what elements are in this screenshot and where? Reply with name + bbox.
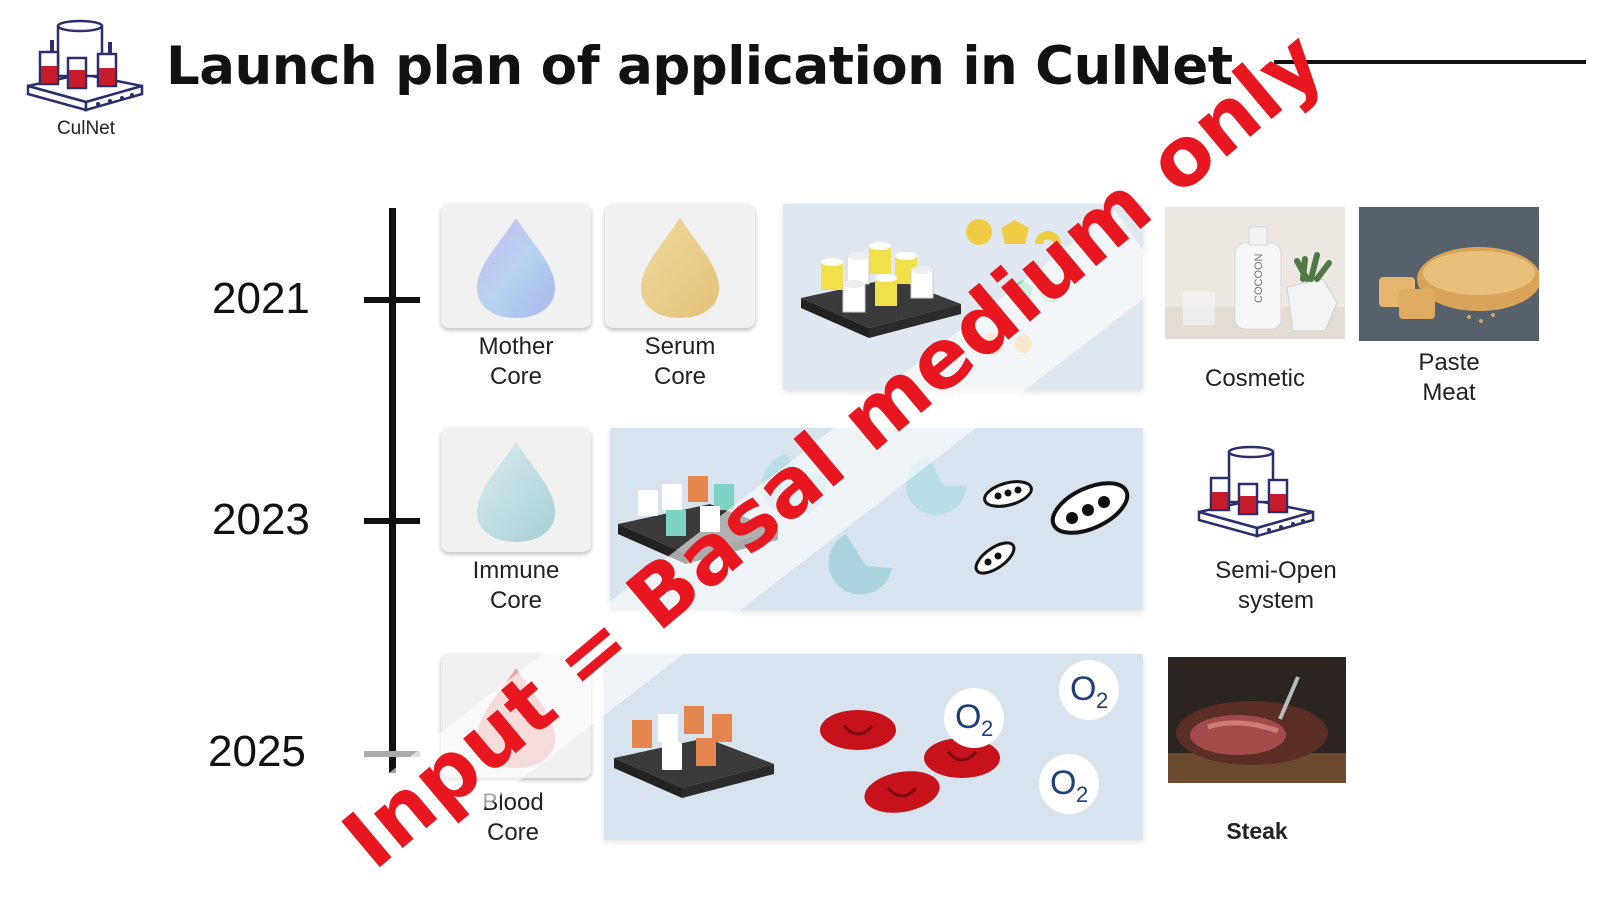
timeline-tick-2021 — [364, 297, 420, 303]
oxygen-symbol: O — [1050, 764, 1076, 802]
oxygen-symbol: O — [1070, 670, 1096, 708]
core-label-line: Serum — [644, 333, 716, 360]
product-label-line: Meat — [1422, 379, 1476, 406]
core-label-line: Core — [653, 363, 707, 390]
oxygen-subscript: 2 — [1076, 782, 1088, 807]
bacteria-icon — [974, 480, 1130, 575]
oxygen-bubble: O 2 — [1057, 658, 1121, 722]
steak-label: Steak — [1226, 818, 1288, 844]
serum-core-drop — [641, 218, 719, 318]
product-label-line: system — [1237, 587, 1314, 614]
blood-core-label: Blood Core — [438, 788, 588, 848]
logo-label: CulNet — [56, 118, 116, 139]
paste-meat-label: Paste Meat — [1359, 348, 1539, 408]
red-blood-cells — [820, 710, 1000, 813]
overlay-text: Input = Basal medium only — [326, 14, 1342, 888]
year-2021: 2021 — [212, 274, 310, 323]
core-label-line: Mother — [478, 333, 554, 360]
year-2025: 2025 — [208, 727, 306, 776]
immune-core-drop — [477, 442, 555, 542]
steak-photo — [1168, 657, 1346, 783]
mother-core-card — [441, 204, 591, 328]
page-title: Launch plan of application in CulNet — [166, 36, 1233, 97]
oxygen-subscript: 2 — [1096, 688, 1108, 713]
bottle-label: COCOON — [1253, 253, 1265, 303]
product-label-line: Semi-Open — [1215, 557, 1337, 584]
timeline-axis — [389, 208, 396, 773]
semi-open-system-icon — [1188, 444, 1324, 544]
serum-core-label: Serum Core — [605, 332, 755, 392]
header-rule — [1274, 60, 1586, 64]
core-label-line: Core — [489, 587, 543, 614]
immune-core-label: Immune Core — [441, 556, 591, 616]
core-label-line: Core — [486, 819, 540, 846]
paste-meat-photo — [1359, 207, 1539, 341]
mother-core-label: Mother Core — [441, 332, 591, 392]
cosmetic-photo: COCOON — [1165, 207, 1345, 339]
product-label-line: Paste — [1418, 349, 1480, 376]
overlay-highlight-band — [385, 210, 1165, 846]
year-2023: 2023 — [212, 495, 310, 544]
semi-open-label: Semi-Open system — [1186, 556, 1366, 616]
immune-core-card — [441, 428, 591, 552]
oxygen-bubble: O 2 — [942, 686, 1006, 750]
serum-core-card — [605, 204, 755, 328]
core-label-line: Immune — [472, 557, 560, 584]
core-label-line: Core — [489, 363, 543, 390]
culnet-logo — [22, 18, 148, 118]
culture-vials — [821, 242, 934, 313]
cosmetic-label: Cosmetic — [1204, 365, 1306, 392]
oxygen-symbol: O — [955, 698, 981, 736]
oxygen-subscript: 2 — [981, 716, 993, 741]
timeline-tick-2023 — [364, 518, 420, 524]
timeline-tick-2025 — [364, 751, 420, 757]
oxygen-bubble: O 2 — [1037, 752, 1101, 816]
mother-core-drop — [477, 218, 555, 318]
